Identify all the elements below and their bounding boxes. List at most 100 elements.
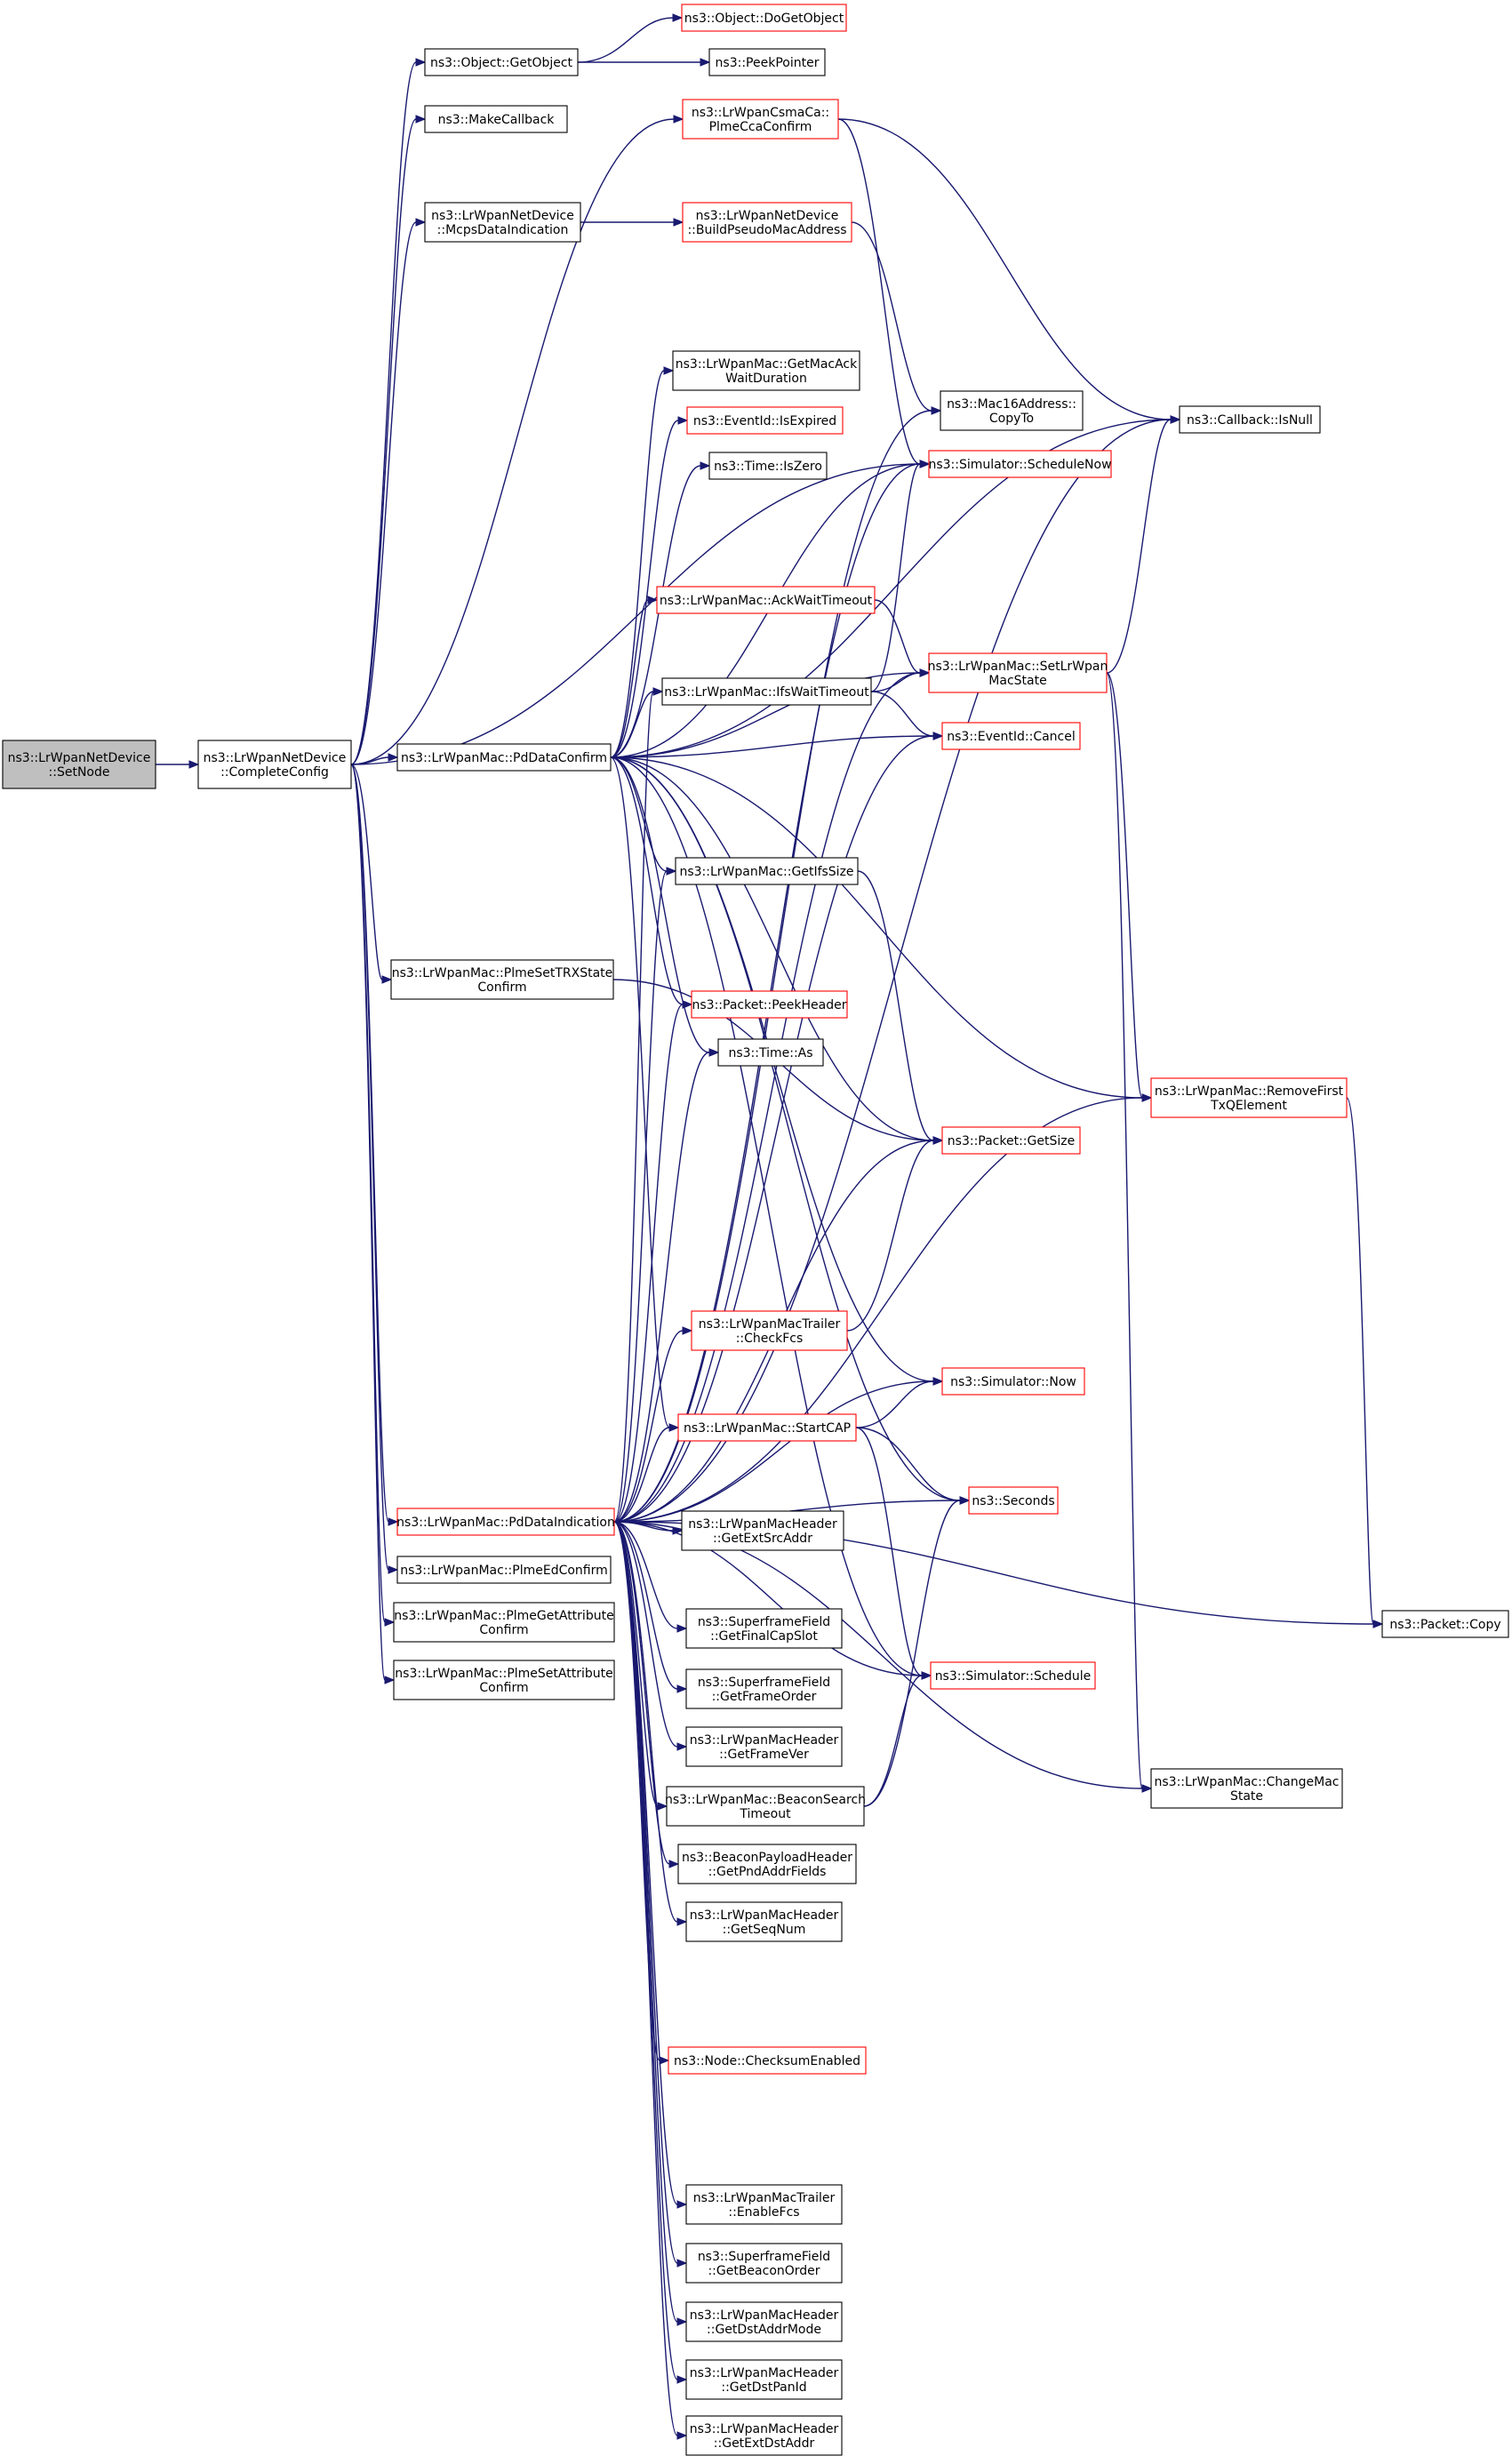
graph-node-getdstpan[interactable]: ns3::LrWpanMacHeader::GetDstPanId	[685, 2359, 843, 2400]
arrowhead-icon	[677, 416, 689, 425]
arrowhead-icon	[676, 1742, 688, 1751]
graph-node-buildpseudo[interactable]: ns3::LrWpanNetDevice::BuildPseudoMacAddr…	[682, 202, 852, 243]
call-edge-ifswait-to-schednow	[870, 460, 931, 692]
call-edge-pdconfirm-to-simnow	[610, 756, 944, 1386]
node-box	[393, 1660, 615, 1700]
arrowhead-icon	[673, 218, 684, 227]
node-label: Timeout	[739, 1807, 791, 1821]
graph-node-peekptr[interactable]: ns3::PeekPointer	[708, 48, 826, 76]
node-box	[685, 1901, 843, 1942]
graph-node-plmeed[interactable]: ns3::LrWpanMac::PlmeEdConfirm	[396, 1556, 612, 1584]
node-box	[685, 1668, 843, 1709]
arrowhead-icon	[931, 406, 942, 415]
node-label: ns3::Mac16Address::	[947, 397, 1076, 412]
node-label: MacState	[988, 674, 1046, 688]
call-edge-startcap-to-seconds	[855, 1427, 971, 1505]
node-box	[930, 1661, 1096, 1690]
graph-node-makecb[interactable]: ns3::MakeCallback	[424, 105, 568, 133]
call-edge-getobj-to-dogetobj	[577, 13, 684, 63]
node-label: TxQElement	[1210, 1099, 1287, 1113]
node-box	[672, 350, 860, 391]
graph-node-timeiszero[interactable]: ns3::Time::IsZero	[708, 452, 828, 480]
graph-node-getpnd[interactable]: ns3::BeaconPayloadHeader::GetPndAddrFiel…	[677, 1844, 857, 1884]
graph-node-getextsrc[interactable]: ns3::LrWpanMacHeader::GetExtSrcAddr	[681, 1510, 844, 1551]
graph-node-getdstmode[interactable]: ns3::LrWpanMacHeader::GetDstAddrMode	[685, 2301, 843, 2342]
graph-node-getobj[interactable]: ns3::Object::GetObject	[424, 48, 579, 76]
graph-node-getsize[interactable]: ns3::Packet::GetSize	[941, 1126, 1081, 1155]
graph-node-mcpsdata[interactable]: ns3::LrWpanNetDevice::McpsDataIndication	[424, 202, 581, 243]
graph-node-getbeaconorder[interactable]: ns3::SuperframeField::GetBeaconOrder	[685, 2243, 843, 2284]
node-label: ns3::LrWpanMac::AckWaitTimeout	[660, 594, 873, 608]
graph-node-ackwait[interactable]: ns3::LrWpanMac::AckWaitTimeout	[656, 586, 876, 614]
node-label: ns3::LrWpanNetDevice	[431, 209, 574, 223]
call-edge-pdind-to-removefirst	[613, 1093, 1153, 1523]
graph-node-simnow[interactable]: ns3::Simulator::Now	[941, 1367, 1085, 1396]
node-label: ::McpsDataIndication	[437, 223, 569, 237]
node-box	[968, 1486, 1059, 1515]
graph-node-peekheader[interactable]: ns3::Packet::PeekHeader	[691, 990, 848, 1019]
call-edge-pdind-to-getseq	[613, 1521, 688, 1926]
node-label: ns3::LrWpanMacHeader	[688, 1517, 837, 1532]
node-label: ns3::Object::GetObject	[430, 56, 573, 70]
graph-node-checkfcs[interactable]: ns3::LrWpanMacTrailer::CheckFcs	[691, 1310, 848, 1351]
node-label: ns3::LrWpanMac::StartCAP	[684, 1421, 851, 1436]
node-label: ns3::LrWpanNetDevice	[204, 751, 347, 765]
graph-node-getframever[interactable]: ns3::LrWpanMacHeader::GetFrameVer	[685, 1726, 843, 1767]
node-label: State	[1230, 1789, 1263, 1804]
call-edge-pdconfirm-to-getifs	[610, 756, 677, 876]
graph-node-pdconfirm[interactable]: ns3::LrWpanMac::PdDataConfirm	[396, 743, 612, 772]
node-box	[941, 722, 1081, 750]
call-edge-startcap-to-simnow	[855, 1377, 944, 1428]
graph-node-checksum[interactable]: ns3::Node::ChecksumEnabled	[668, 2046, 867, 2075]
node-box	[685, 2184, 843, 2225]
arrowhead-icon	[676, 2375, 688, 2384]
node-label: ns3::MakeCallback	[438, 113, 556, 127]
arrowhead-icon	[666, 867, 677, 876]
graph-node-isexpired[interactable]: ns3::EventId::IsExpired	[686, 406, 844, 435]
graph-node-schedule[interactable]: ns3::Simulator::Schedule	[930, 1661, 1096, 1690]
call-edge-pdind-to-getframeorder	[613, 1521, 688, 1693]
node-box	[685, 2415, 843, 2456]
graph-node-dogetobj[interactable]: ns3::Object::DoGetObject	[681, 4, 847, 32]
graph-node-timeas[interactable]: ns3::Time::As	[717, 1038, 824, 1067]
call-edge-getifs-to-getsize	[857, 870, 944, 1145]
graph-node-getifs[interactable]: ns3::LrWpanMac::GetIfsSize	[675, 857, 859, 885]
node-label: ns3::Object::DoGetObject	[684, 12, 844, 26]
graph-node-getextdst[interactable]: ns3::LrWpanMacHeader::GetExtDstAddr	[685, 2415, 843, 2456]
node-label: ns3::LrWpanNetDevice	[8, 751, 151, 765]
graph-node-getframeorder[interactable]: ns3::SuperframeField::GetFrameOrder	[685, 1668, 843, 1709]
arrowhead-icon	[676, 2317, 688, 2326]
graph-node-enablefcs[interactable]: ns3::LrWpanMacTrailer::EnableFcs	[685, 2184, 843, 2225]
node-box	[390, 959, 614, 1000]
graph-node-plmecca[interactable]: ns3::LrWpanCsmaCa::PlmeCcaConfirm	[682, 99, 839, 140]
graph-node-getseq[interactable]: ns3::LrWpanMacHeader::GetSeqNum	[685, 1901, 843, 1942]
graph-node-cbisnull[interactable]: ns3::Callback::IsNull	[1179, 405, 1321, 434]
graph-node-getfinalcap[interactable]: ns3::SuperframeField::GetFinalCapSlot	[685, 1608, 843, 1649]
graph-node-ifswait[interactable]: ns3::LrWpanMac::IfsWaitTimeout	[661, 677, 872, 706]
call-edge-pdind-to-startcap	[613, 1423, 680, 1523]
graph-node-cancel[interactable]: ns3::EventId::Cancel	[941, 722, 1081, 750]
call-edge-pdind-to-simnow	[613, 1377, 944, 1523]
graph-node-schednow[interactable]: ns3::Simulator::ScheduleNow	[928, 450, 1112, 478]
graph-node-cc[interactable]: ns3::LrWpanNetDevice::CompleteConfig	[197, 740, 352, 789]
arrowhead-icon	[652, 687, 664, 696]
call-edge-pdind-to-ifswait	[613, 687, 664, 1523]
graph-node-startcap[interactable]: ns3::LrWpanMac::StartCAP	[677, 1413, 857, 1442]
call-edge-beaconsearch-to-seconds	[863, 1496, 971, 1807]
node-label: ns3::LrWpanMac::PlmeSetTRXState	[392, 966, 613, 980]
graph-node-packetcopy[interactable]: ns3::Packet::Copy	[1381, 1610, 1509, 1638]
graph-node-pdind[interactable]: ns3::LrWpanMac::PdDataIndication	[396, 1508, 615, 1536]
graph-node-mac16copy[interactable]: ns3::Mac16Address::CopyTo	[940, 390, 1084, 431]
node-label: Confirm	[479, 1681, 528, 1695]
graph-node-seconds[interactable]: ns3::Seconds	[968, 1486, 1059, 1515]
node-box	[1179, 405, 1321, 434]
node-label: WaitDuration	[725, 372, 807, 386]
